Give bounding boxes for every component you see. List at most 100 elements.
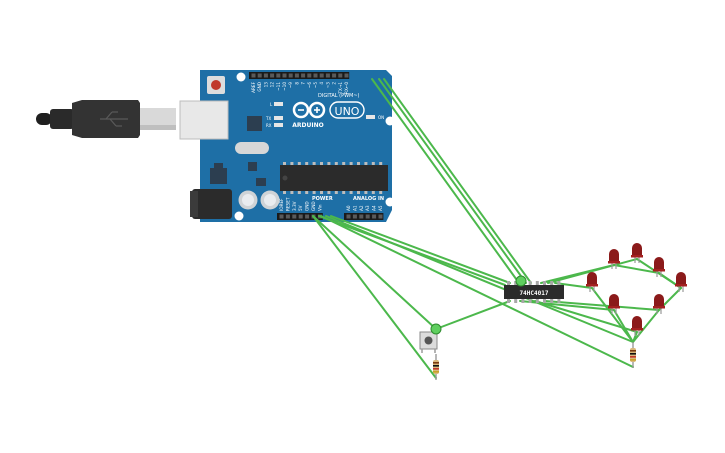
header-pin[interactable] (359, 214, 364, 219)
wire[interactable] (632, 309, 660, 343)
header-pin[interactable] (332, 73, 337, 78)
pin-label: ~11 (276, 82, 281, 91)
red-led[interactable] (631, 243, 643, 263)
wire[interactable] (591, 287, 634, 343)
chip-body (504, 285, 564, 299)
red-led[interactable] (653, 294, 665, 314)
mcu-pin (312, 191, 316, 194)
mcu-pins (283, 162, 383, 194)
led-lens (632, 316, 642, 330)
mcu-pin (357, 162, 360, 165)
header-pin[interactable] (288, 73, 293, 78)
resistor[interactable] (433, 354, 439, 380)
header-pin[interactable] (338, 73, 343, 78)
pushbutton-cap[interactable] (424, 336, 433, 345)
mcu-pin (357, 191, 360, 194)
wire[interactable] (613, 309, 634, 343)
header-pin[interactable] (301, 73, 306, 78)
header-pin[interactable] (294, 73, 299, 78)
header-pin[interactable] (279, 214, 284, 219)
analog-pin-header[interactable] (344, 213, 384, 220)
red-led[interactable] (608, 294, 620, 314)
red-led[interactable] (586, 272, 598, 292)
smd-component (256, 178, 266, 186)
wire-endpoint[interactable] (430, 323, 442, 335)
chip-pin (557, 299, 561, 303)
wire[interactable] (547, 258, 638, 284)
led-array[interactable] (586, 243, 687, 336)
header-pin[interactable] (282, 73, 287, 78)
header-pin[interactable] (313, 73, 318, 78)
wire[interactable] (325, 215, 634, 343)
header-pin[interactable] (251, 73, 256, 78)
wire[interactable] (330, 215, 511, 284)
power-header-label: POWER (312, 196, 333, 202)
header-strip (249, 72, 350, 79)
wire[interactable] (613, 264, 660, 274)
header-pin[interactable] (365, 214, 370, 219)
pin-label: GND (311, 201, 316, 211)
wire[interactable] (554, 282, 593, 289)
led-lens (632, 243, 642, 257)
wire[interactable] (534, 300, 638, 333)
led-rx-label: RX (266, 123, 272, 128)
dc-jack-face (190, 191, 198, 217)
pin-label: RESET (285, 197, 290, 211)
mounting-hole (385, 116, 395, 126)
red-led[interactable] (631, 316, 643, 336)
dc-power-jack[interactable] (192, 189, 232, 219)
resistor-band (433, 368, 439, 370)
header-pin[interactable] (305, 214, 310, 219)
wire[interactable] (435, 300, 511, 330)
wire[interactable] (320, 215, 634, 368)
wire[interactable] (632, 331, 638, 343)
digital-pin-header[interactable] (249, 72, 350, 79)
header-pin[interactable] (285, 214, 290, 219)
header-pin[interactable] (372, 214, 377, 219)
header-pin[interactable] (325, 73, 330, 78)
analog-header-label: ANALOG IN (353, 196, 384, 202)
voltage-regulator (210, 168, 227, 184)
red-led[interactable] (675, 272, 687, 292)
red-led[interactable] (653, 257, 665, 277)
header-pin[interactable] (292, 214, 297, 219)
header-pin[interactable] (319, 73, 324, 78)
usb-b-port[interactable] (179, 100, 229, 140)
wire[interactable] (312, 215, 437, 379)
header-pin[interactable] (298, 214, 303, 219)
wire[interactable] (378, 78, 527, 284)
red-led[interactable] (608, 249, 620, 269)
wire[interactable] (371, 78, 520, 284)
wires[interactable] (312, 78, 682, 379)
header-pin[interactable] (270, 73, 275, 78)
mcu-pin (297, 191, 301, 194)
74hc4017-chip[interactable]: 74HC4017 (504, 281, 564, 303)
wire[interactable] (383, 78, 532, 284)
header-pin[interactable] (276, 73, 281, 78)
header-pin[interactable] (307, 73, 312, 78)
header-pin[interactable] (346, 214, 351, 219)
header-pin[interactable] (344, 73, 349, 78)
wire[interactable] (312, 215, 437, 330)
resistor[interactable] (630, 342, 636, 368)
reset-button-cap[interactable] (211, 80, 221, 90)
wire-endpoint[interactable] (515, 275, 527, 287)
header-pin[interactable] (263, 73, 268, 78)
mcu-pin (312, 162, 316, 165)
led-rx (274, 123, 283, 127)
led-lens (587, 272, 597, 286)
header-pin[interactable] (352, 214, 357, 219)
header-pin[interactable] (257, 73, 262, 78)
pin-label: 13 (263, 82, 268, 88)
pin-label: Vin (317, 204, 322, 211)
chip-pin (535, 281, 539, 285)
usb-cable[interactable] (36, 100, 176, 138)
header-pin[interactable] (378, 214, 383, 219)
pushbutton[interactable] (419, 331, 438, 353)
led-lens (676, 272, 686, 286)
wire[interactable] (519, 300, 615, 311)
mcu-pin (297, 162, 301, 165)
wire[interactable] (544, 300, 660, 311)
